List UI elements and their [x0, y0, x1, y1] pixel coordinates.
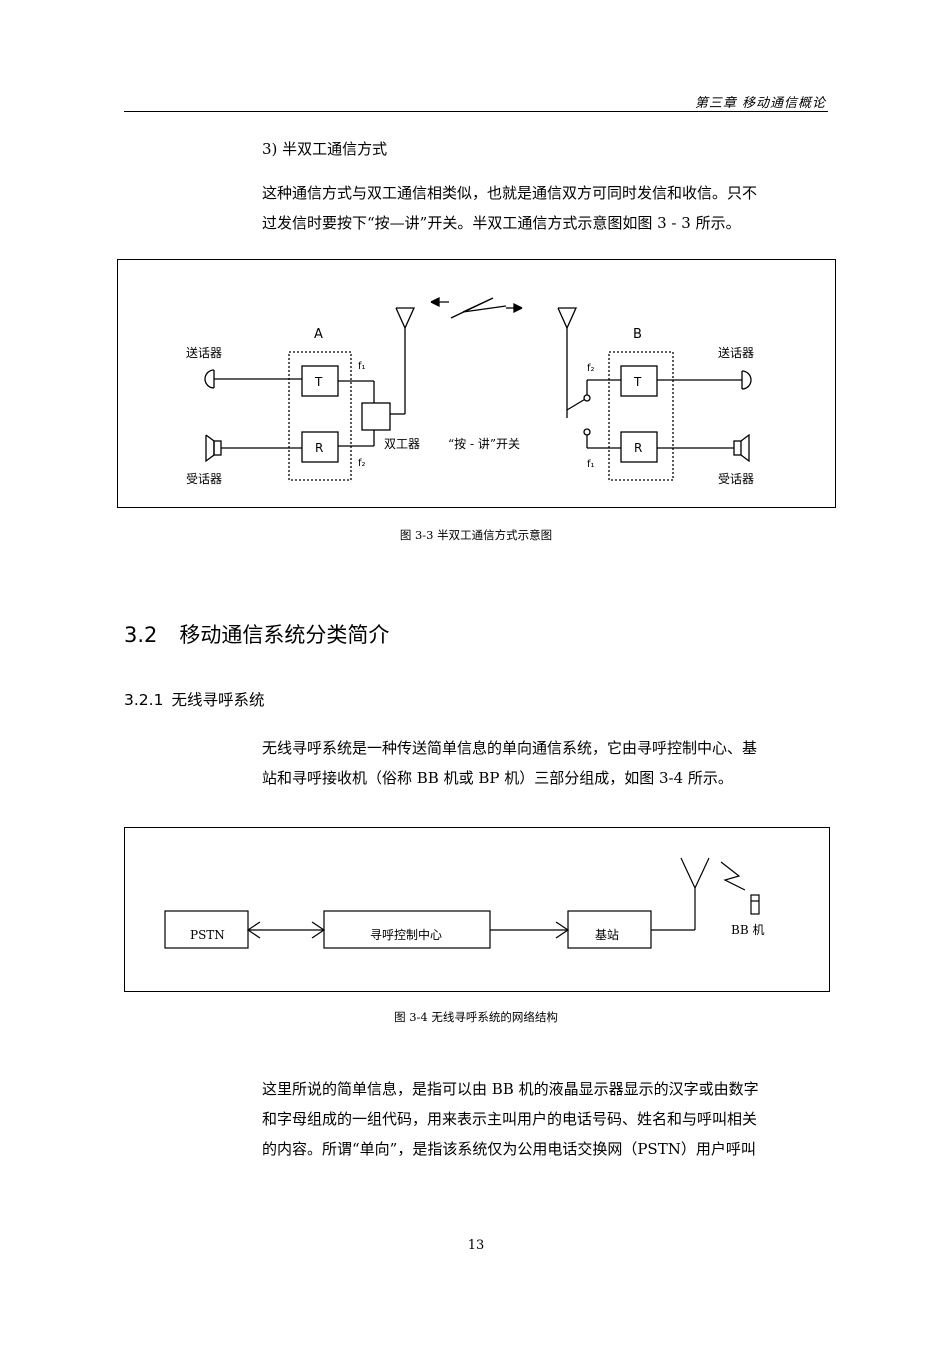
item-title: 3) 半双工通信方式: [262, 140, 388, 158]
figure-caption: 图 3-4 无线寻呼系统的网络结构: [394, 1010, 558, 1024]
subsection-heading: 3.2.1 无线寻呼系统: [124, 688, 264, 710]
microphone-icon: [204, 369, 215, 389]
paragraph-line: 过发信时要按下“按—讲”开关。半双工通信方式示意图如图 3 - 3 所示。: [262, 214, 741, 232]
section-number: 3.2: [124, 623, 158, 647]
pager-label: BB 机: [731, 923, 764, 937]
paragraph-half-duplex: 这种通信方式与双工通信相类似，也就是通信双方可同时发信和收信。只不 过发信时要按…: [262, 178, 828, 238]
receiver-box-a: [301, 431, 339, 463]
sender-label: 送话器: [186, 345, 222, 360]
transmitter-box-b: [620, 365, 658, 397]
receiver-label: 受话器: [718, 472, 754, 486]
antenna-icon: [680, 857, 696, 889]
transmitter-label: T: [314, 375, 323, 389]
paragraph-line: 站和寻呼接收机（俗称 BB 机或 BP 机）三部分组成，如图 3-4 所示。: [262, 769, 733, 787]
receiver-block-label: R: [634, 441, 642, 455]
paragraph-line: 这种通信方式与双工通信相类似，也就是通信双方可同时发信和收信。只不: [262, 184, 758, 202]
subsection-title: 无线寻呼系统: [171, 691, 265, 709]
paragraph-line: 无线寻呼系统是一种传送简单信息的单向通信系统，它由寻呼控制中心、基: [262, 739, 758, 757]
frequency-label: f₁: [587, 459, 595, 470]
receiver-block-label: R: [315, 441, 323, 455]
section-title: 移动通信系统分类简介: [179, 623, 390, 647]
station-a-label: A: [314, 327, 323, 342]
figure-3-3: A B 送话器 受话器 送话器 受话器 T R T R f₁ f₂ f₂ f₁ …: [117, 259, 836, 508]
transmitter-label: T: [633, 375, 642, 389]
frequency-label: f₂: [587, 363, 595, 374]
microphone-icon: [741, 370, 752, 390]
antenna-icon: [395, 307, 416, 330]
speaker-icon: [205, 434, 215, 463]
sender-label: 送话器: [718, 345, 754, 360]
figure-3-4: PSTN 寻呼控制中心 基站 BB 机: [124, 827, 830, 992]
ptt-switch-lever: [566, 397, 588, 411]
paging-network-diagram: PSTN 寻呼控制中心 基站 BB 机: [164, 857, 764, 949]
paragraph-paging-system: 无线寻呼系统是一种传送简单信息的单向通信系统，它由寻呼控制中心、基 站和寻呼接收…: [262, 733, 828, 793]
paragraph-line: 这里所说的简单信息，是指可以由 BB 机的液晶显示器显示的汉字或由数字: [262, 1080, 759, 1098]
receiver-label: 受话器: [186, 472, 222, 486]
pstn-label: PSTN: [190, 928, 225, 942]
paragraph-line: 和字母组成的一组代码，用来表示主叫用户的电话号码、姓名和与呼叫相关: [262, 1110, 758, 1128]
paragraph-line: 的内容。所谓“单向”，是指该系统仅为公用电话交换网（PSTN）用户呼叫: [262, 1140, 756, 1158]
duplexer-box: [361, 402, 391, 431]
running-header: 第三章 移动通信概论: [694, 96, 826, 111]
radio-wave-icon: [720, 861, 746, 891]
figure-caption: 图 3-3 半双工通信方式示意图: [399, 528, 553, 542]
duplexer-label: 双工器: [384, 437, 420, 451]
station-b-label: B: [633, 327, 642, 342]
antenna-icon: [557, 307, 578, 330]
base-station-label: 基站: [595, 928, 619, 942]
frequency-label: f₁: [358, 361, 366, 372]
paragraph-simple-info: 这里所说的简单信息，是指可以由 BB 机的液晶显示器显示的汉字或由数字 和字母组…: [262, 1074, 828, 1164]
subsection-number: 3.2.1: [124, 691, 164, 709]
radio-wave-icon: [450, 297, 507, 319]
station-a-enclosure: [288, 351, 352, 481]
receiver-box-b: [620, 431, 658, 463]
station-b-enclosure: [608, 351, 674, 481]
speaker-icon: [740, 433, 750, 463]
control-center-label: 寻呼控制中心: [370, 927, 442, 942]
half-duplex-diagram: A B 送话器 受话器 送话器 受话器 T R T R f₁ f₂ f₂ f₁ …: [186, 296, 754, 486]
pager-icon: [750, 894, 760, 915]
header-rule: [124, 111, 828, 112]
page-number: 13: [467, 1238, 485, 1253]
frequency-label: f₂: [358, 458, 366, 469]
ptt-switch-label: “按 - 讲”开关: [448, 436, 520, 451]
section-heading: 3.2 移动通信系统分类简介: [124, 619, 389, 649]
